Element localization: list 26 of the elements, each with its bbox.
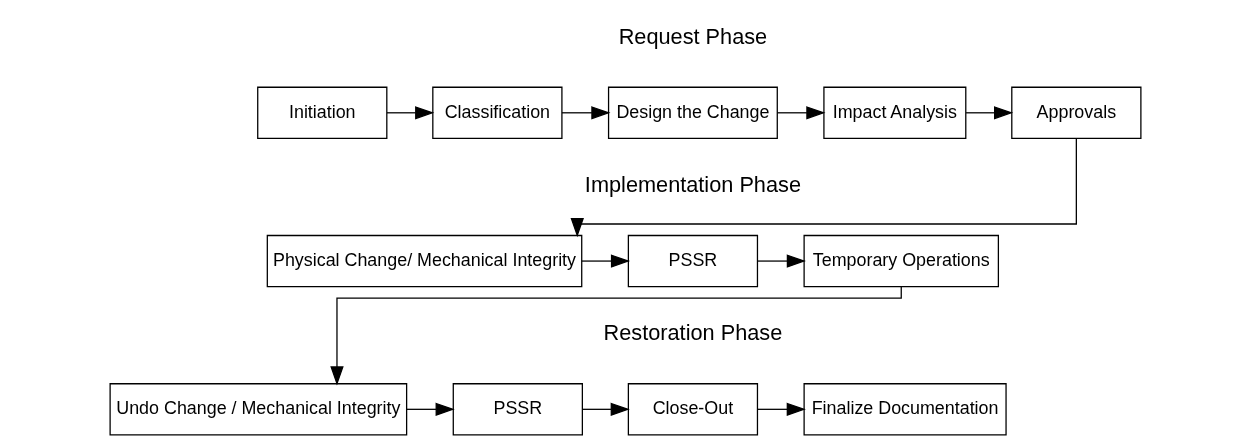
arrow: [329, 286, 902, 386]
arrow: [405, 402, 455, 417]
node-box: Impact Analysis: [822, 86, 966, 139]
arrow: [570, 137, 1077, 238]
label: Implementation Phase: [584, 172, 801, 198]
node-box: PSSR: [627, 234, 758, 288]
node-box: Undo Change / Mechanical Integrity: [108, 383, 407, 436]
arrow: [964, 106, 1013, 120]
arrow: [385, 106, 434, 120]
arrow: [560, 106, 610, 120]
node-box: Design the Change: [607, 86, 778, 139]
node-box: Initiation: [256, 86, 387, 139]
node-box: Classification: [431, 86, 563, 139]
arrow: [756, 254, 806, 268]
arrow: [581, 402, 630, 417]
arrow: [776, 106, 825, 120]
label: Restoration Phase: [603, 320, 782, 346]
arrow: [756, 402, 806, 417]
node-box: Approvals: [1010, 86, 1142, 139]
node-box: Temporary Operations: [802, 234, 999, 288]
arrow: [580, 254, 630, 268]
node-box: Physical Change/ Mechanical Integrity: [266, 234, 582, 288]
label: Request Phase: [618, 23, 767, 49]
node-box: Close-Out: [627, 383, 758, 436]
node-box: PSSR: [452, 383, 583, 436]
node-box: Finalize Documentation: [802, 383, 1007, 436]
